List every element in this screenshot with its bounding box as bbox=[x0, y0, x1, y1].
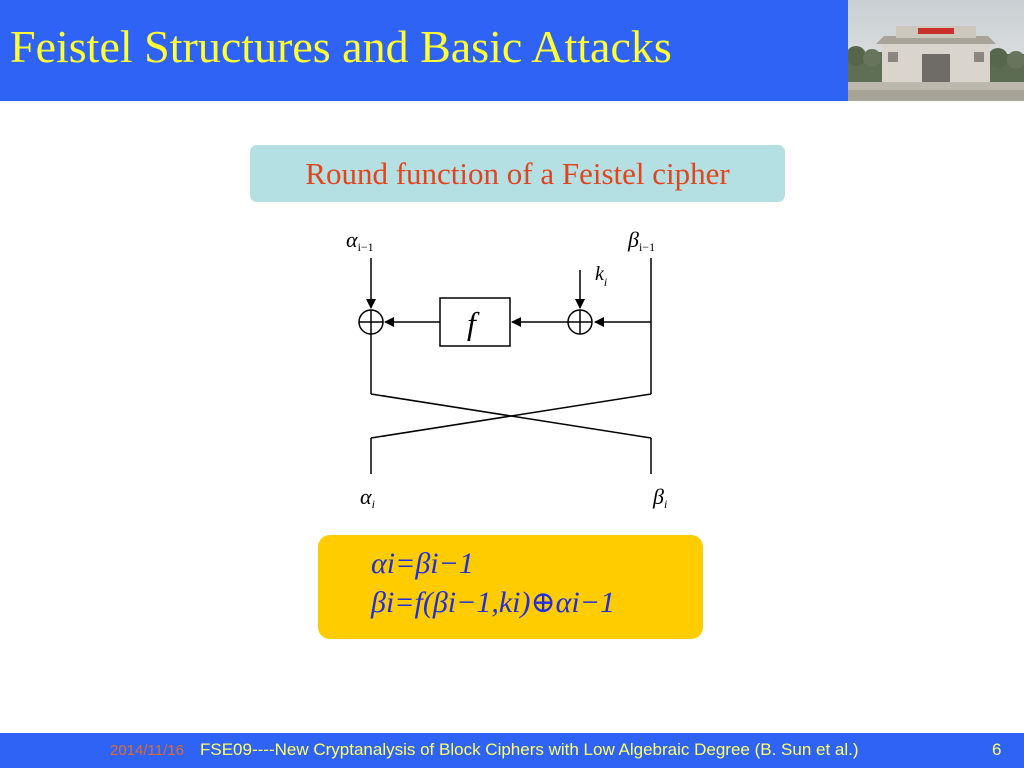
building-photo bbox=[848, 0, 1024, 101]
footer-citation: FSE09----New Cryptanalysis of Block Ciph… bbox=[200, 740, 859, 759]
diagram-caption: Round function of a Feistel cipher bbox=[305, 155, 730, 191]
footer-date: 2014/11/16 bbox=[110, 742, 184, 759]
building-photo-image bbox=[848, 0, 1024, 101]
equation-box: αi=βi−1 βi=f(βi−1,ki)⊕αi−1 bbox=[318, 535, 703, 639]
round-key-label: ki bbox=[595, 263, 607, 289]
caption-box: Round function of a Feistel cipher bbox=[250, 145, 785, 202]
input-right-label: βi−1 bbox=[627, 227, 655, 254]
slide-title: Feistel Structures and Basic Attacks bbox=[10, 21, 672, 72]
cross-line-right-to-left bbox=[370, 393, 652, 439]
output-right-label: βi bbox=[652, 484, 667, 511]
page-number: 6 bbox=[992, 740, 1002, 759]
key-xor-icon bbox=[567, 309, 593, 335]
equation-alpha: αi=βi−1 bbox=[371, 547, 474, 580]
footer-bar: 2014/11/16 FSE09----New Cryptanalysis of… bbox=[0, 733, 1024, 768]
left-xor-icon bbox=[358, 309, 384, 335]
equation-beta: βi=f(βi−1,ki)⊕αi−1 bbox=[371, 586, 615, 619]
title-bar: Feistel Structures and Basic Attacks bbox=[0, 0, 848, 101]
output-left-label: αi bbox=[360, 484, 375, 511]
input-left-label: αi−1 bbox=[346, 227, 374, 254]
round-function-box bbox=[439, 297, 511, 347]
